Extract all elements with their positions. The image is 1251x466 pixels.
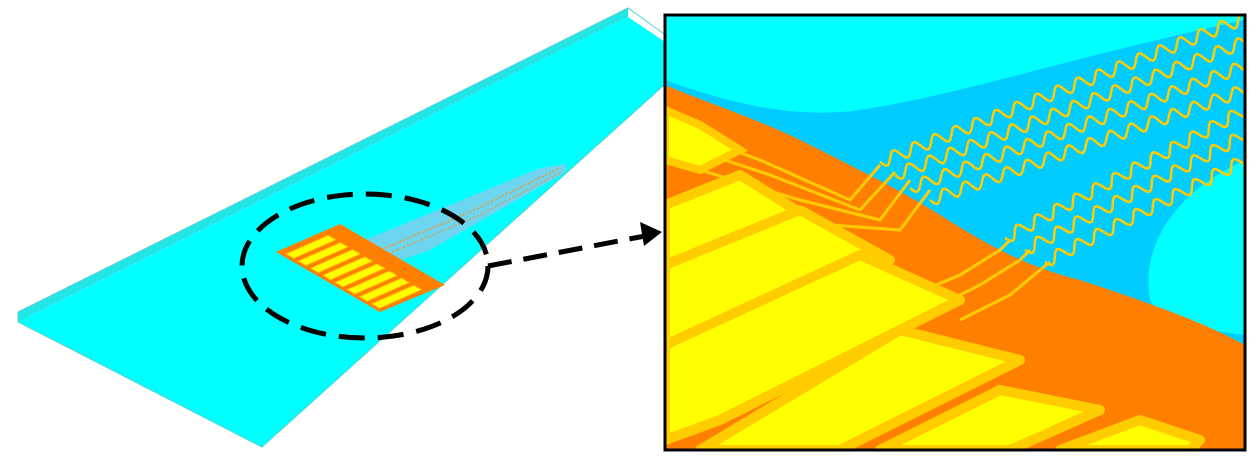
pad-electrode (346, 270, 398, 295)
inset-serpentine (1044, 157, 1245, 267)
pad-electrodes (285, 234, 423, 309)
electrode-device (276, 164, 566, 312)
inset-electrode-pad (695, 325, 1025, 450)
pad-electrode (322, 256, 374, 281)
inset-serpentine-interconnects (879, 15, 1245, 267)
pad-electrode (371, 284, 423, 309)
inset-serpentine (909, 62, 1245, 194)
pad-electrode (334, 263, 386, 288)
inset-serpentine (1004, 109, 1245, 243)
device-tail-encapsulation (365, 164, 566, 262)
pad-electrode (309, 249, 361, 274)
inset-serpentine (929, 86, 1245, 206)
zoom-callout (239, 191, 662, 341)
inset-serpentine (894, 37, 1245, 180)
inset-electrode-pad (875, 385, 1105, 450)
zoom-inset (663, 13, 1247, 452)
inset-serpentine (1024, 133, 1245, 255)
inset-trace (959, 260, 1051, 322)
inset-electrode-pad (665, 250, 965, 445)
device-tail-traces-2 (391, 171, 563, 253)
inset-electrode-pad (665, 105, 749, 175)
inset-electrode-pads (665, 105, 1205, 450)
inset-substrate-bulge (1148, 160, 1245, 335)
inset-electrode-pad (1055, 415, 1205, 450)
pad-electrode (297, 242, 349, 266)
pad-electrode (358, 277, 410, 302)
callout-arrowhead (640, 222, 662, 246)
callout-arrow-line (487, 233, 646, 269)
inset-border (663, 13, 1247, 452)
device-tail-traces (384, 167, 561, 249)
substrate-plate (17, 7, 693, 448)
pad-electrode (285, 234, 337, 259)
inset-serpentine (879, 15, 1242, 167)
substrate-top (18, 17, 692, 447)
substrate-side-edge (18, 8, 628, 322)
